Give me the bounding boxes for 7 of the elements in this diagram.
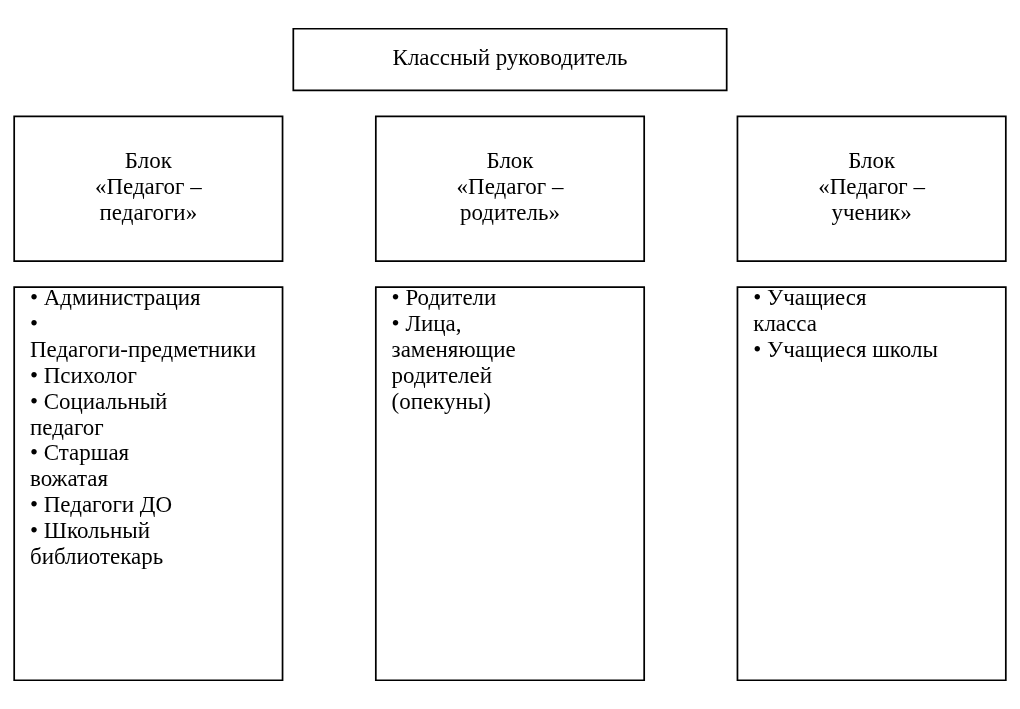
node-box: Блок «Педагог – ученик» (736, 115, 1007, 263)
node-box: • Учащиеся класса • Учащиеся школы (736, 286, 1007, 682)
node-box: Блок «Педагог – родитель» (374, 115, 646, 263)
node-box: Блок «Педагог – педагоги» (13, 115, 284, 263)
node-box: • Администрация • Педагоги-предметники • Психолог • Социальный педагог • Старшая вожатая • Педагоги ДО • Школьный библиотекарь (13, 286, 284, 682)
node-box: Классный руководитель (292, 27, 728, 92)
node-box: • Родители • Лица, заменяющие родителей (опекуны) (374, 286, 646, 682)
